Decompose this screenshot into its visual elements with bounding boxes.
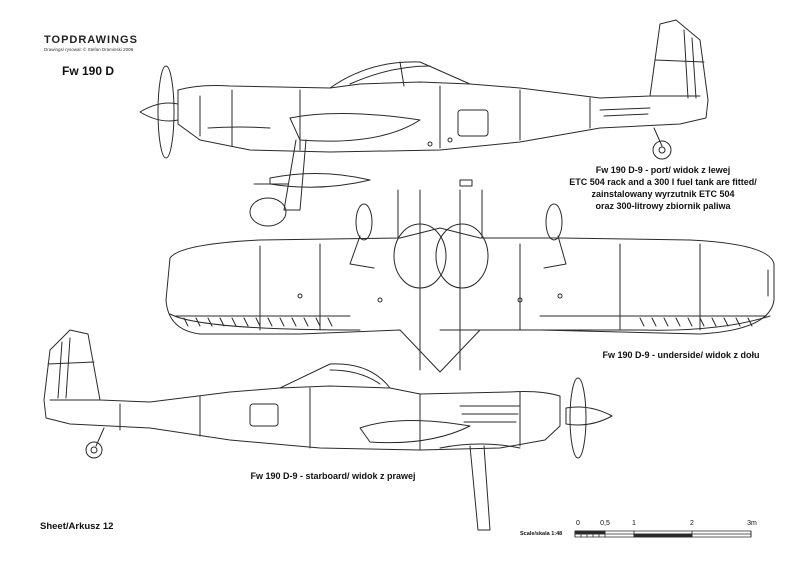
scale-tick-label: 1 xyxy=(632,520,636,527)
drawing-credit: Drawings/ rysowal: © Stefan Draminski 20… xyxy=(44,47,134,52)
scale-tick-label: 0 xyxy=(576,520,580,527)
caption-port-line: zainstalowany wyrzutnik ETC 504 xyxy=(591,189,735,199)
scale-bar xyxy=(575,531,751,537)
port-side-view xyxy=(140,20,708,226)
publisher-logo: TOPDRAWINGS Drawings/ rysowal: © Stefan … xyxy=(44,34,144,52)
caption-port-line: oraz 300-litrowy zbiornik paliwa xyxy=(595,201,731,211)
caption-port-line: Fw 190 D-9 - port/ widok z lewej xyxy=(595,165,731,175)
caption-starboard-view: Fw 190 D-9 - starboard/ widok z prawej xyxy=(250,471,416,481)
underside-view xyxy=(166,180,774,372)
sheet-title: Fw 190 D xyxy=(62,64,115,78)
caption-underside-view: Fw 190 D-9 - underside/ widok z dołu xyxy=(602,350,760,360)
scale-label: Scale/skala 1:48 xyxy=(520,531,563,537)
scale-tick-label: 0,5 xyxy=(600,520,610,527)
caption-port-line: ETC 504 rack and a 300 l fuel tank are f… xyxy=(569,177,757,187)
caption-port-view: Fw 190 D-9 - port/ widok z lewej ETC 504… xyxy=(548,164,778,212)
starboard-side-view xyxy=(44,330,612,530)
sheet-number: Sheet/Arkusz 12 xyxy=(40,521,114,532)
scale-tick-label: 2 xyxy=(690,520,694,527)
scale-tick-label: 3m xyxy=(747,520,757,527)
logo-wordmark: TOPDRAWINGS xyxy=(44,34,138,46)
